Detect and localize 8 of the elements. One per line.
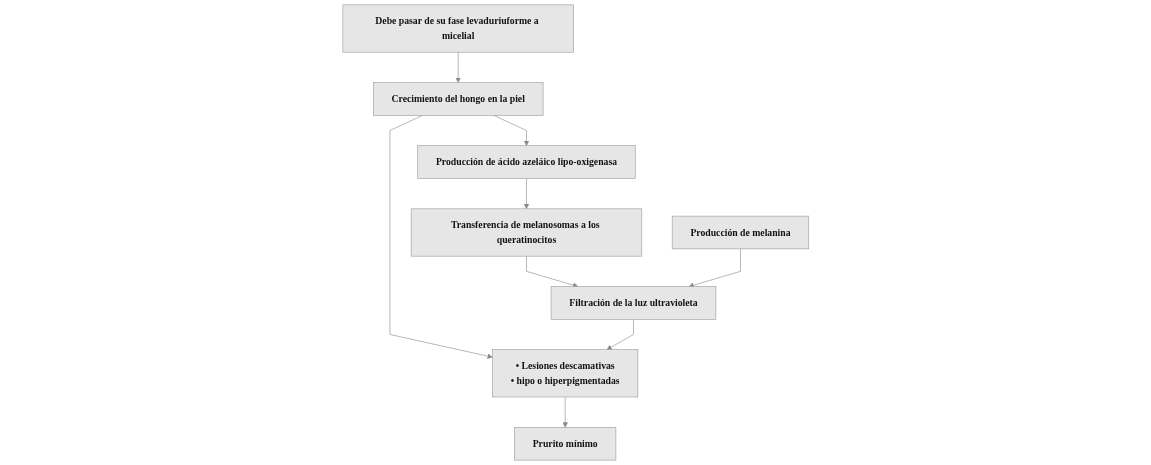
node-box: Transferencia de melanosomas a los queratinocitos bbox=[410, 208, 642, 257]
node-box: Producción de melanina bbox=[671, 215, 809, 250]
node-box: Debe pasar de su fase levaduriuforme a micelial bbox=[342, 4, 574, 53]
node-box: Prurito mínimo bbox=[513, 427, 616, 461]
node-box: Crecimiento del hongo en la piel bbox=[372, 82, 544, 116]
node-box: • Lesiones descamativas • hipo o hiperpigmentadas bbox=[491, 349, 638, 398]
node-box: Filtración de la luz ultravioleta bbox=[550, 286, 716, 320]
node-box: Producción de ácido azeláico lipo-oxigenasa bbox=[417, 145, 636, 179]
